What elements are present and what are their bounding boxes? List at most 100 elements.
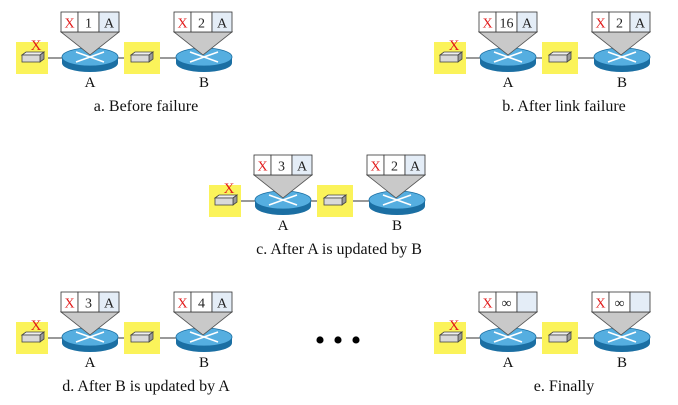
router-a [479,47,537,72]
host-icon [130,54,150,63]
router-arrows-icon [75,51,105,63]
table-cell-2 [211,11,233,33]
panel-caption: c. After A is updated by B [256,241,422,258]
failure-mark: X [31,318,42,334]
router-b [175,327,233,352]
failure-mark: X [31,38,42,54]
table-value-0: X [64,17,74,32]
host-icon [439,54,459,63]
table-cell-2 [211,291,233,313]
table-value-2: A [410,160,421,175]
table-value-2: A [635,17,646,32]
table-value-0: X [595,17,605,32]
failure-mark: X [449,318,460,334]
host-icon [548,334,568,343]
ellipsis: • • • [315,324,362,357]
table-value-1: 2 [198,17,205,32]
router-a-label: A [503,355,514,371]
table-value-0: X [482,17,492,32]
router-a-label: A [503,75,514,91]
table-value-0: X [64,297,74,312]
table-value-1: 2 [616,17,623,32]
router-a-label: A [85,355,96,371]
host-icon [439,334,459,343]
router-arrows-icon [75,331,105,343]
table-value-0: X [370,160,380,175]
routing-table-b: X∞ [590,291,652,336]
router-a-label: A [85,75,96,91]
routing-table-a: X 16 A [477,11,539,56]
host-icon [21,334,41,343]
table-cell-2 [516,11,538,33]
table-value-0: X [177,297,187,312]
table-value-2: A [217,17,228,32]
router-arrows-icon [189,51,219,63]
table-value-2: A [104,17,115,32]
panel-caption: e. Finally [534,378,594,395]
host-icon [323,197,343,206]
router-arrows-icon [607,51,637,63]
router-b [593,47,651,72]
router-arrows-icon [189,331,219,343]
panel-caption: a. Before failure [94,98,198,115]
router-b-label: B [199,75,209,91]
router-arrows-icon [607,331,637,343]
host-icon [214,197,234,206]
panel-caption: b. After link failure [502,98,626,115]
router-a [254,190,312,215]
table-cell-2 [291,154,313,176]
host-icon [548,54,568,63]
table-cell-2 [98,291,120,313]
table-value-1: 2 [391,160,398,175]
router-arrows-icon [268,194,298,206]
table-cell-2 [629,11,651,33]
failure-mark: X [224,181,235,197]
table-value-2: A [522,17,533,32]
router-a [61,47,119,72]
table-cell-2 [516,291,538,313]
table-value-1: 3 [85,297,92,312]
router-arrows-icon [493,51,523,63]
routing-table-a: X∞ [477,291,539,336]
table-value-2: A [104,297,115,312]
host-icon [21,54,41,63]
table-value-1: 3 [278,160,285,175]
table-value-1: ∞ [615,297,625,312]
router-b-label: B [392,218,402,234]
failure-mark: X [449,38,460,54]
router-a [61,327,119,352]
router-b-label: B [199,355,209,371]
table-cell-2 [629,291,651,313]
table-value-0: X [177,17,187,32]
panel-caption: d. After B is updated by A [62,378,230,395]
table-value-0: X [257,160,267,175]
table-cell-2 [98,11,120,33]
router-b [175,47,233,72]
router-arrows-icon [493,331,523,343]
table-value-1: 4 [198,297,205,312]
table-value-1: 16 [500,17,514,32]
router-b [368,190,426,215]
table-value-1: 1 [85,17,92,32]
table-value-2: A [217,297,228,312]
router-b-label: B [617,355,627,371]
table-value-1: ∞ [502,297,512,312]
router-b-label: B [617,75,627,91]
table-value-0: X [595,297,605,312]
host-icon [130,334,150,343]
router-arrows-icon [382,194,412,206]
table-cell-2 [404,154,426,176]
